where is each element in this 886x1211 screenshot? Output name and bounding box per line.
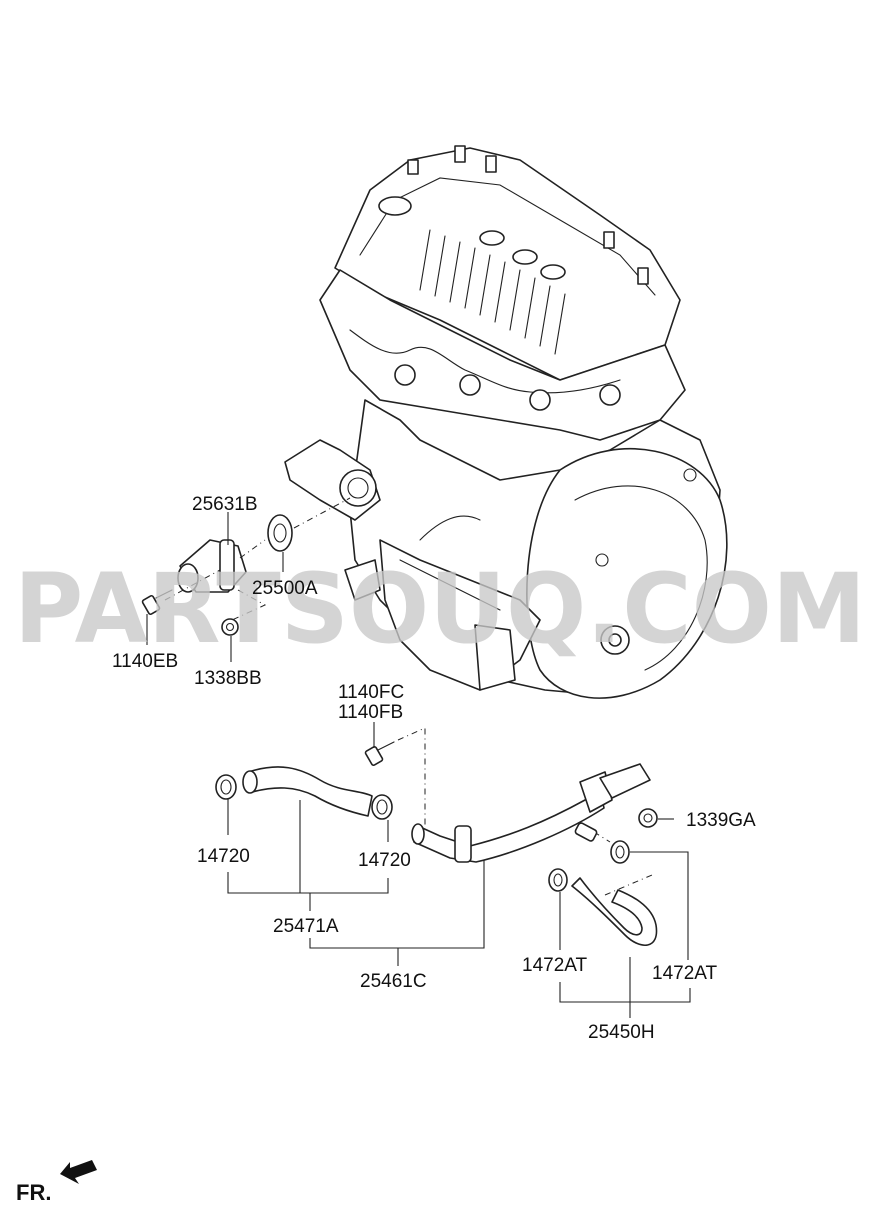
label-1339GA: 1339GA xyxy=(686,810,756,831)
label-14720-left: 14720 xyxy=(197,846,250,867)
hose-clamp-1472AT-right xyxy=(610,840,630,864)
label-1140FC: 1140FC xyxy=(338,682,404,703)
hose-clamp-14720-right xyxy=(371,794,393,820)
small-fitting xyxy=(574,822,598,842)
front-arrow-icon xyxy=(60,1160,97,1184)
label-25500A: 25500A xyxy=(252,578,318,599)
nut-1338BB xyxy=(221,618,239,636)
leader-lines xyxy=(146,512,691,1018)
label-1472AT-left: 1472AT xyxy=(522,955,588,976)
bolt-1140EB xyxy=(141,589,173,615)
hose-clamp-14720-left xyxy=(215,774,237,800)
hose-clamp-1472AT-left xyxy=(548,868,568,892)
label-25461C: 25461C xyxy=(360,971,427,992)
label-25450H: 25450H xyxy=(588,1022,655,1043)
label-25631B: 25631B xyxy=(192,494,258,515)
label-1140FB: 1140FB xyxy=(338,702,403,723)
front-direction-indicator: FR. xyxy=(16,1160,97,1205)
watermark-text: PARTSOUQ.COM xyxy=(14,553,866,665)
label-25471A: 25471A xyxy=(273,916,339,937)
pipe-25461C xyxy=(411,763,651,863)
label-14720-right: 14720 xyxy=(358,850,411,871)
thermostat-housing xyxy=(177,539,247,593)
label-1140EB: 1140EB xyxy=(112,651,178,672)
front-direction-label: FR. xyxy=(16,1180,51,1205)
label-1472AT-right: 1472AT xyxy=(652,963,718,984)
bolt-1140FC-FB xyxy=(364,741,395,766)
label-1338BB: 1338BB xyxy=(194,668,262,689)
thermostat xyxy=(267,514,293,552)
nut-1339GA xyxy=(638,808,658,828)
hose-25471A xyxy=(242,766,373,817)
engine-assembly xyxy=(284,145,728,699)
hose-25450H xyxy=(571,877,658,947)
